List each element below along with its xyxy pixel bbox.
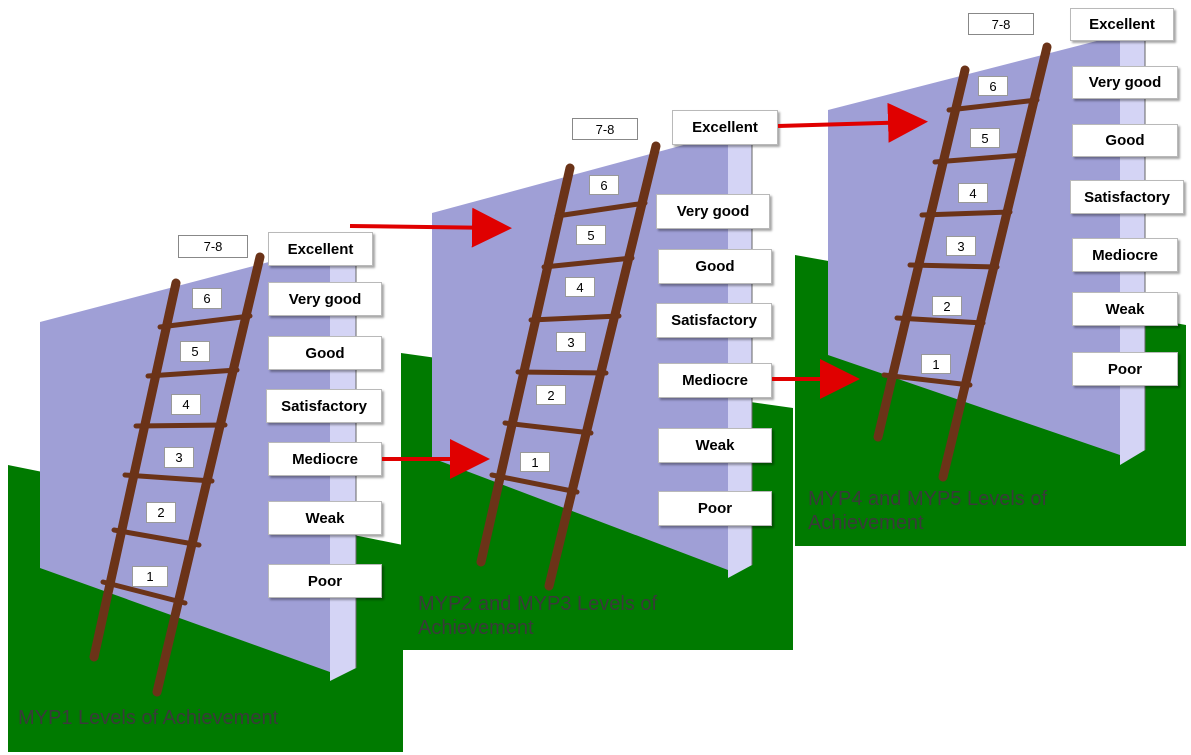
level-satisfactory: Satisfactory [1070, 180, 1184, 214]
top-score-myp2-myp3: 7-8 [572, 118, 638, 140]
level-weak: Weak [658, 428, 772, 463]
level-excellent: Excellent [268, 232, 373, 266]
level-excellent: Excellent [672, 110, 778, 145]
rung-label-6: 6 [589, 175, 619, 195]
level-poor: Poor [658, 491, 772, 526]
wall-edge-myp2-myp3 [728, 128, 752, 578]
rung-label-3: 3 [556, 332, 586, 352]
level-very-good: Very good [656, 194, 770, 229]
rung-label-2: 2 [932, 296, 962, 316]
rung-label-3: 3 [946, 236, 976, 256]
top-score-myp1: 7-8 [178, 235, 248, 258]
level-satisfactory: Satisfactory [656, 303, 772, 338]
top-score-myp4-myp5: 7-8 [968, 13, 1034, 35]
level-good: Good [1072, 124, 1178, 157]
level-weak: Weak [1072, 292, 1178, 326]
level-very-good: Very good [1072, 66, 1178, 99]
level-good: Good [268, 336, 382, 370]
level-weak: Weak [268, 501, 382, 535]
rung-label-1: 1 [132, 566, 168, 587]
ladder-myp2-myp3 [476, 141, 661, 591]
level-good: Good [658, 249, 772, 284]
rung-label-6: 6 [978, 76, 1008, 96]
level-poor: Poor [1072, 352, 1178, 386]
rung-label-5: 5 [180, 341, 210, 362]
level-mediocre: Mediocre [658, 363, 772, 398]
rung-label-5: 5 [576, 225, 606, 245]
rung-label-5: 5 [970, 128, 1000, 148]
level-very-good: Very good [268, 282, 382, 316]
caption-myp2-myp3: MYP2 and MYP3 Levels of Achievement [418, 593, 658, 639]
rung-label-3: 3 [164, 447, 194, 468]
caption-myp1: MYP1 Levels of Achievement [18, 707, 279, 729]
rung-label-6: 6 [192, 288, 222, 309]
ladder-myp4-myp5 [873, 42, 1052, 482]
level-satisfactory: Satisfactory [266, 389, 382, 423]
rung-label-1: 1 [921, 354, 951, 374]
level-excellent: Excellent [1070, 8, 1174, 41]
rung-label-4: 4 [171, 394, 201, 415]
level-poor: Poor [268, 564, 382, 598]
rung-label-4: 4 [958, 183, 988, 203]
level-mediocre: Mediocre [1072, 238, 1178, 272]
rung-label-2: 2 [146, 502, 176, 523]
rung-label-4: 4 [565, 277, 595, 297]
rung-label-2: 2 [536, 385, 566, 405]
ladder-myp1 [89, 252, 265, 697]
caption-myp4-myp5: MYP4 and MYP5 Levels of Achievement [808, 488, 1048, 534]
level-mediocre: Mediocre [268, 442, 382, 476]
rung-label-1: 1 [520, 452, 550, 472]
